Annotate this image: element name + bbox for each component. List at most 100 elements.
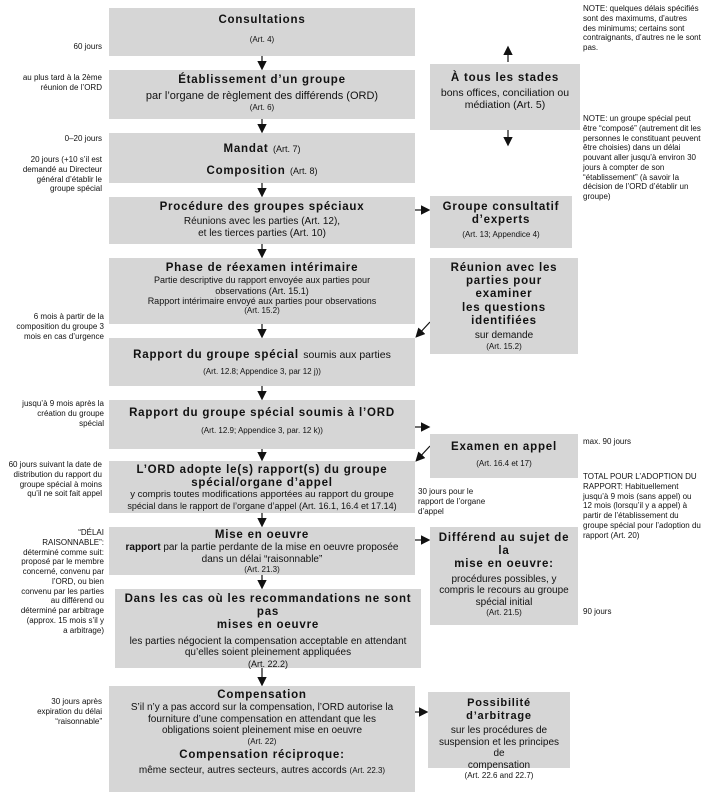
differend-title1: Différend au sujet de la: [438, 532, 570, 558]
left-note-9-mois: jusqu’à 9 mois après la création du grou…: [22, 399, 104, 428]
etablissement-box: Établissement d’un groupe par l’organe d…: [109, 70, 415, 119]
consultatif-box: Groupe consultatif d’experts (Art. 13; A…: [430, 196, 572, 248]
rapport-ord-ref: (Art. 12.9; Appendice 3, par. 12 k)): [201, 426, 323, 436]
examen-title: Examen en appel: [451, 441, 557, 453]
procedure-box: Procédure des groupes spéciaux Réunions …: [109, 197, 415, 244]
dans-les-cas-title1: Dans les cas où les recommandations ne s…: [124, 593, 412, 619]
compensation-title: Compensation: [217, 689, 307, 701]
left-note-2eme-reunion: au plus tard à la 2ème réunion de l’ORD: [22, 73, 102, 92]
compensation-line4: même secteur, autres secteurs, autres ac…: [138, 765, 347, 777]
adopte-box: L’ORD adopte le(s) rapport(s) du groupe …: [109, 461, 415, 513]
adopte-title1: L’ORD adopte le(s) rapport(s) du groupe: [136, 464, 388, 476]
reunion-line: sur demande: [474, 330, 534, 342]
procedure-title: Procédure des groupes spéciaux: [159, 201, 365, 213]
composition-title: Composition: [206, 165, 286, 178]
left-note-30-jours: 30 jours après expiration du délai “rais…: [37, 697, 102, 726]
mise-en-oeuvre-ref: (Art. 21.3): [244, 565, 280, 575]
reunion-box: Réunion avec les parties pour examiner l…: [430, 258, 578, 354]
compensation-box: Compensation S’il n’y a pas accord sur l…: [109, 686, 415, 792]
differend-line3: spécial initial: [475, 596, 533, 608]
compensation-line3: obligations soient pleinement mise en oe…: [161, 725, 363, 737]
consultatif-title2: d’experts: [471, 214, 531, 227]
left-note-60-jours: 60 jours: [73, 42, 102, 51]
reunion-ref: (Art. 15.2): [486, 341, 522, 351]
arbitrage-line2: suspension et les principes de: [438, 736, 560, 760]
rapport-parties-ref: (Art. 12.8; Appendice 3, par 12 j)): [203, 367, 321, 377]
procedure-line1: Réunions avec les parties (Art. 12),: [183, 216, 341, 228]
dans-les-cas-ref: (Art. 22.2): [247, 658, 288, 669]
right-note-90-jours: 90 jours: [583, 607, 612, 616]
reunion-title4: identifiées: [471, 314, 537, 327]
consultatif-title1: Groupe consultatif: [442, 201, 560, 213]
differend-title2: mise en oeuvre:: [454, 558, 554, 571]
mandat-box: Mandat (Art. 7) Composition (Art. 8): [109, 133, 415, 183]
right-note-composition: NOTE: un groupe spécial peut être “compo…: [583, 114, 701, 201]
compensation-ref2: (Art. 22.3): [349, 766, 386, 776]
tous-stades-title: À tous les stades: [450, 72, 560, 84]
arbitrage-line3: compensation: [467, 759, 531, 771]
arbitrage-box: Possibilité d’arbitrage sur les procédur…: [428, 692, 570, 780]
compensation-ref: (Art. 22): [247, 736, 277, 746]
arbitrage-ref: (Art. 22.6 and 22.7): [464, 771, 534, 781]
tous-stades-ref: (Art. 5): [513, 99, 546, 112]
reexamen-line2: observations (Art. 15.1): [215, 285, 309, 296]
left-note-6-mois: 6 mois à partir de la composition du gro…: [16, 312, 104, 341]
reunion-title1: Réunion avec les: [450, 262, 558, 274]
rapport-parties-title: Rapport du groupe spécial: [133, 349, 299, 361]
etablissement-title: Établissement d’un groupe: [178, 74, 346, 86]
mise-en-oeuvre-line2: dans un délai “raisonnable”: [201, 553, 323, 565]
consultations-ref: (Art. 4): [249, 35, 275, 45]
reexamen-box: Phase de réexamen intérimaire Partie des…: [109, 258, 415, 324]
rapport-parties-box: Rapport du groupe spécial soumis aux par…: [109, 338, 415, 386]
tous-stades-box: À tous les stades bons offices, concilia…: [430, 64, 580, 130]
differend-ref: (Art. 21.5): [486, 608, 522, 618]
left-note-60-jours-appel: 60 jours suivant la date de distribution…: [8, 460, 102, 499]
left-note-delai-raisonnable: “DÉLAI RAISONNABLE”: déterminé comme sui…: [20, 528, 104, 635]
right-note-total: TOTAL POUR L’ADOPTION DU RAPPORT: Habitu…: [583, 472, 701, 540]
left-note-20-jours: 20 jours (+10 s’il est demandé au Direct…: [22, 155, 102, 194]
etablissement-ref: (Art. 6): [249, 102, 275, 112]
consultatif-ref: (Art. 13; Appendice 4): [462, 230, 540, 240]
dans-les-cas-line1: les parties négocient la compensation ac…: [129, 635, 407, 647]
reexamen-ref: (Art. 15.2): [244, 306, 280, 316]
reunion-title3: les questions: [462, 301, 546, 314]
mise-en-oeuvre-line1: par la partie perdante de la mise en oeu…: [163, 542, 399, 554]
dans-les-cas-box: Dans les cas où les recommandations ne s…: [115, 589, 421, 669]
procedure-line2: et les tierces parties (Art. 10): [198, 227, 326, 239]
reexamen-line3: Rapport intérimaire envoyé aux parties p…: [147, 295, 377, 306]
rapport-ord-title: Rapport du groupe spécial soumis à l’ORD: [129, 407, 395, 419]
left-note-0-20-jours: 0–20 jours: [64, 134, 102, 143]
right-note-max-90: max. 90 jours: [583, 437, 632, 446]
composition-ref: (Art. 8): [290, 166, 318, 177]
rapport-ord-box: Rapport du groupe spécial soumis à l’ORD…: [109, 400, 415, 449]
mandat-ref: (Art. 7): [273, 144, 301, 154]
mise-en-oeuvre-box: Mise en oeuvre rapport par la partie per…: [109, 527, 415, 575]
consultations-box: Consultations (Art. 4): [109, 8, 415, 56]
consultations-title: Consultations: [218, 14, 306, 26]
arbitrage-title: Possibilité d’arbitrage: [466, 697, 532, 722]
mise-en-oeuvre-prefix: rapport: [125, 542, 161, 554]
compensation-reciproque-title: Compensation réciproque:: [179, 748, 345, 761]
adopte-title2: spécial/organe d’appel: [191, 477, 333, 490]
mandat-title: Mandat: [223, 143, 269, 155]
mid-note-30-jours-appel: 30 jours pour le rapport de l’organe d’a…: [418, 487, 486, 516]
adopte-line2: spécial dans le rapport de l’organe d’ap…: [127, 501, 397, 512]
dans-les-cas-title2: mises en oeuvre: [216, 619, 320, 632]
examen-ref: (Art. 16.4 et 17): [476, 459, 532, 469]
differend-line2: compris le recours au groupe: [439, 585, 569, 597]
tous-stades-line1: bons offices, conciliation ou: [440, 87, 570, 100]
adopte-line1: y compris toutes modifications apportées…: [130, 489, 394, 501]
rapport-parties-tail: soumis aux parties: [303, 349, 391, 361]
differend-box: Différend au sujet de la mise en oeuvre:…: [430, 527, 578, 625]
tous-stades-line2: médiation: [464, 99, 511, 112]
compensation-line1: S’il n’y a pas accord sur la compensatio…: [130, 702, 394, 714]
arbitrage-line1: sur les procédures de: [450, 725, 548, 737]
mise-en-oeuvre-title: Mise en oeuvre: [214, 529, 310, 541]
dans-les-cas-line2: qu’elles soient pleinement appliquées: [184, 647, 352, 659]
reexamen-title: Phase de réexamen intérimaire: [165, 262, 359, 274]
differend-line1: procédures possibles, y: [451, 573, 557, 585]
examen-box: Examen en appel (Art. 16.4 et 17): [430, 434, 578, 478]
reexamen-line1: Partie descriptive du rapport envoyée au…: [153, 275, 371, 286]
reunion-title2: parties pour examiner: [465, 275, 543, 301]
